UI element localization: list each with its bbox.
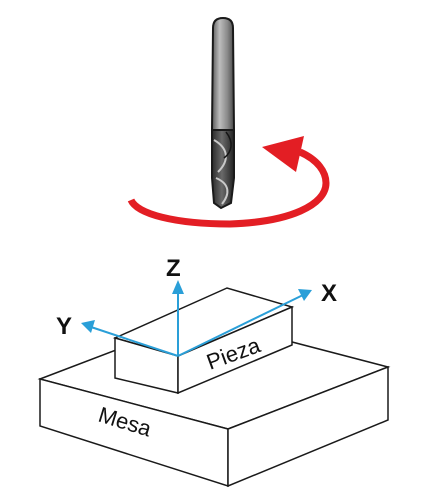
tool-shank <box>210 16 236 131</box>
axis-x-arrowhead <box>298 289 312 301</box>
axis-z-arrowhead <box>172 280 184 294</box>
axis-y-line <box>90 326 179 357</box>
rotation-arrow-icon <box>298 148 330 184</box>
workpiece-side-face <box>177 305 293 395</box>
tool-flutes <box>211 129 235 210</box>
axis-x-label: X <box>321 280 337 307</box>
rotation-arrow-front-arc <box>127 182 330 228</box>
tool-flute-line-1 <box>213 139 227 173</box>
rotation-arrow-front <box>127 136 330 228</box>
axis-x-line <box>177 294 304 357</box>
workpiece-block <box>112 287 295 395</box>
axis-y-arrowhead <box>81 320 95 333</box>
end-mill-icon <box>210 16 236 210</box>
axis-y-label: Y <box>56 313 72 340</box>
tool-flute-line-3 <box>223 131 232 159</box>
coordinate-axes <box>81 280 312 357</box>
rotation-arrow-head <box>262 136 304 172</box>
rotation-arrow-back-arc <box>298 148 330 184</box>
tool-flute-line-2 <box>215 177 229 205</box>
axis-z-label: Z <box>166 255 181 282</box>
table-side-face <box>227 365 389 488</box>
